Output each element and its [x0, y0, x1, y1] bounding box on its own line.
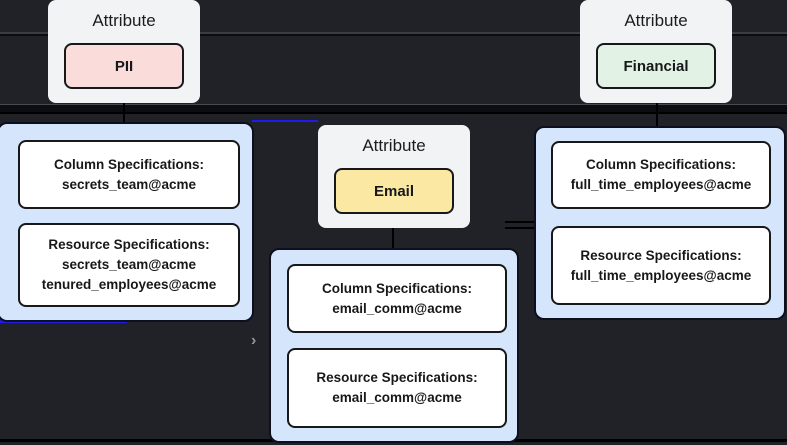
spec-card-line: email_comm@acme — [332, 390, 462, 405]
spec-card-title: Resource Specifications: — [316, 370, 478, 385]
attribute-pill-pii: PII — [64, 43, 184, 89]
edge-line-mid-upper — [505, 221, 539, 223]
spec-card-line: full_time_employees@acme — [570, 267, 752, 283]
edge-blue-segment-upper — [252, 120, 318, 122]
spec-card-line: secrets_team@acme — [61, 257, 196, 272]
attribute-pill-financial: Financial — [596, 43, 716, 89]
spec-card-line: tenured_employees@acme — [41, 277, 217, 292]
edge-email-connector — [392, 228, 394, 249]
edge-financial-connector — [656, 103, 658, 127]
spec-card-title: Resource Specifications: — [48, 237, 210, 252]
resource-specifications-card: Resource Specifications: secrets_team@ac… — [18, 223, 240, 307]
column-specifications-card: Column Specifications: email_comm@acme — [287, 264, 507, 333]
spec-card-title: Column Specifications: — [321, 280, 473, 296]
attribute-node-title: Attribute — [362, 136, 426, 155]
edge-arrowhead-icon: › — [251, 332, 257, 349]
attribute-node-title: Attribute — [92, 11, 156, 30]
spec-card-line: email_comm@acme — [332, 300, 462, 316]
attribute-node-title: Attribute — [624, 11, 688, 30]
edge-band-horizontal — [0, 104, 787, 114]
column-specifications-card: Column Specifications: secrets_team@acme — [18, 140, 240, 209]
edge-line-top — [0, 32, 787, 36]
spec-group-full-time-employees: Column Specifications: full_time_employe… — [534, 126, 786, 320]
spec-card-title: Resource Specifications: — [580, 247, 742, 263]
edge-line-mid-lower — [505, 227, 539, 229]
attribute-pill-email: Email — [334, 168, 454, 214]
resource-specifications-card: Resource Specifications: full_time_emplo… — [551, 226, 771, 305]
spec-card-line: secrets_team@acme — [61, 176, 196, 192]
spec-card-title: Column Specifications: — [53, 156, 205, 172]
attribute-node-financial: Attribute Financial — [580, 0, 732, 103]
spec-group-email-comm: Column Specifications: email_comm@acme R… — [269, 248, 519, 443]
edge-pii-connector — [123, 103, 125, 123]
resource-specifications-card: Resource Specifications: email_comm@acme — [287, 348, 507, 428]
spec-card-title: Column Specifications: — [585, 157, 737, 172]
column-specifications-card: Column Specifications: full_time_employe… — [551, 141, 771, 209]
spec-group-secrets-team: Column Specifications: secrets_team@acme… — [0, 122, 254, 322]
spec-card-line: full_time_employees@acme — [570, 177, 752, 192]
attribute-node-pii: Attribute PII — [48, 0, 200, 103]
attribute-node-email: Attribute Email — [318, 125, 470, 228]
